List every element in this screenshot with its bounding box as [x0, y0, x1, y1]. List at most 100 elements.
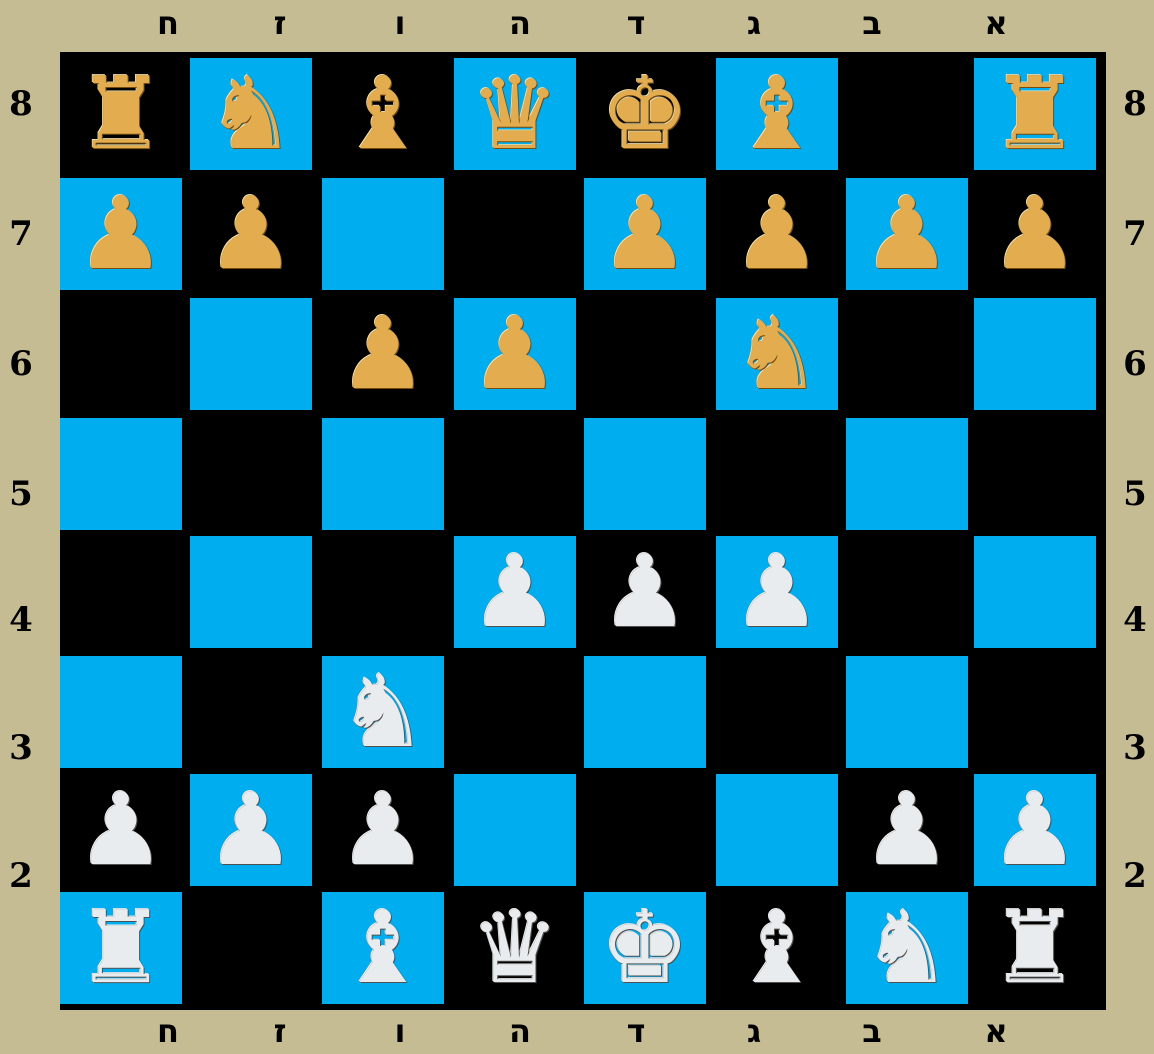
square-r8-c5[interactable]: ♚ [584, 892, 706, 1004]
gold-pawn-icon[interactable]: ♟ [338, 304, 428, 404]
square-r1-c5[interactable]: ♚ [584, 58, 706, 170]
square-r6-c4[interactable] [454, 656, 576, 768]
gold-queen-icon[interactable]: ♛ [470, 64, 560, 164]
square-r8-c1[interactable]: ♜ [60, 892, 182, 1004]
square-r6-c6[interactable] [716, 656, 838, 768]
gold-bishop-icon[interactable]: ♝ [732, 64, 822, 164]
gold-king-icon[interactable]: ♚ [600, 64, 690, 164]
gold-knight-icon[interactable]: ♞ [732, 304, 822, 404]
square-r5-c6[interactable]: ♟ [716, 536, 838, 648]
square-r1-c6[interactable]: ♝ [716, 58, 838, 170]
rank-label-left-8: 8 [6, 84, 36, 124]
square-r5-c8[interactable] [974, 536, 1096, 648]
square-r1-c8[interactable]: ♜ [974, 58, 1096, 170]
silver-pawn-icon[interactable]: ♟ [990, 780, 1080, 880]
silver-bishop-icon[interactable]: ♝ [732, 898, 822, 998]
square-r2-c2[interactable]: ♟ [190, 178, 312, 290]
square-r7-c6[interactable] [716, 774, 838, 886]
silver-pawn-icon[interactable]: ♟ [338, 780, 428, 880]
square-r1-c4[interactable]: ♛ [454, 58, 576, 170]
square-r2-c5[interactable]: ♟ [584, 178, 706, 290]
square-r4-c6[interactable] [716, 418, 838, 530]
square-r2-c7[interactable]: ♟ [846, 178, 968, 290]
gold-pawn-icon[interactable]: ♟ [206, 184, 296, 284]
square-r7-c4[interactable] [454, 774, 576, 886]
square-r4-c1[interactable] [60, 418, 182, 530]
square-r4-c4[interactable] [454, 418, 576, 530]
square-r8-c3[interactable]: ♝ [322, 892, 444, 1004]
square-r7-c3[interactable]: ♟ [322, 774, 444, 886]
square-r8-c2[interactable] [190, 892, 312, 1004]
silver-queen-icon[interactable]: ♛ [470, 898, 560, 998]
square-r4-c8[interactable] [974, 418, 1096, 530]
square-r7-c8[interactable]: ♟ [974, 774, 1096, 886]
silver-pawn-icon[interactable]: ♟ [600, 542, 690, 642]
square-r7-c2[interactable]: ♟ [190, 774, 312, 886]
gold-pawn-icon[interactable]: ♟ [990, 184, 1080, 284]
file-label-top-4: ה [500, 4, 540, 42]
square-r6-c3[interactable]: ♞ [322, 656, 444, 768]
square-r8-c6[interactable]: ♝ [716, 892, 838, 1004]
silver-bishop-icon[interactable]: ♝ [338, 898, 428, 998]
square-r4-c7[interactable] [846, 418, 968, 530]
square-r6-c5[interactable] [584, 656, 706, 768]
silver-pawn-icon[interactable]: ♟ [470, 542, 560, 642]
silver-rook-icon[interactable]: ♜ [990, 898, 1080, 998]
square-r1-c3[interactable]: ♝ [322, 58, 444, 170]
square-r5-c1[interactable] [60, 536, 182, 648]
square-r1-c2[interactable]: ♞ [190, 58, 312, 170]
square-r2-c4[interactable] [454, 178, 576, 290]
silver-rook-icon[interactable]: ♜ [76, 898, 166, 998]
square-r2-c6[interactable]: ♟ [716, 178, 838, 290]
square-r5-c3[interactable] [322, 536, 444, 648]
square-r2-c1[interactable]: ♟ [60, 178, 182, 290]
square-r5-c2[interactable] [190, 536, 312, 648]
square-r3-c4[interactable]: ♟ [454, 298, 576, 410]
square-r3-c2[interactable] [190, 298, 312, 410]
silver-pawn-icon[interactable]: ♟ [732, 542, 822, 642]
gold-rook-icon[interactable]: ♜ [76, 64, 166, 164]
gold-pawn-icon[interactable]: ♟ [862, 184, 952, 284]
silver-pawn-icon[interactable]: ♟ [862, 780, 952, 880]
square-r4-c3[interactable] [322, 418, 444, 530]
square-r3-c1[interactable] [60, 298, 182, 410]
square-r8-c7[interactable]: ♞ [846, 892, 968, 1004]
gold-pawn-icon[interactable]: ♟ [600, 184, 690, 284]
gold-rook-icon[interactable]: ♜ [990, 64, 1080, 164]
square-r4-c5[interactable] [584, 418, 706, 530]
square-r7-c1[interactable]: ♟ [60, 774, 182, 886]
square-r5-c5[interactable]: ♟ [584, 536, 706, 648]
square-r7-c7[interactable]: ♟ [846, 774, 968, 886]
silver-knight-icon[interactable]: ♞ [862, 898, 952, 998]
square-r3-c3[interactable]: ♟ [322, 298, 444, 410]
square-r1-c7[interactable] [846, 58, 968, 170]
square-r5-c4[interactable]: ♟ [454, 536, 576, 648]
square-r3-c6[interactable]: ♞ [716, 298, 838, 410]
square-r3-c5[interactable] [584, 298, 706, 410]
file-label-bottom-8: א [976, 1012, 1016, 1050]
square-r2-c3[interactable] [322, 178, 444, 290]
square-r8-c8[interactable]: ♜ [974, 892, 1096, 1004]
gold-bishop-icon[interactable]: ♝ [338, 64, 428, 164]
silver-knight-icon[interactable]: ♞ [338, 662, 428, 762]
square-r1-c1[interactable]: ♜ [60, 58, 182, 170]
square-r6-c2[interactable] [190, 656, 312, 768]
gold-pawn-icon[interactable]: ♟ [76, 184, 166, 284]
square-r3-c8[interactable] [974, 298, 1096, 410]
square-r6-c1[interactable] [60, 656, 182, 768]
square-r8-c4[interactable]: ♛ [454, 892, 576, 1004]
silver-pawn-icon[interactable]: ♟ [76, 780, 166, 880]
square-r3-c7[interactable] [846, 298, 968, 410]
square-r5-c7[interactable] [846, 536, 968, 648]
square-r6-c7[interactable] [846, 656, 968, 768]
gold-pawn-icon[interactable]: ♟ [470, 304, 560, 404]
square-r4-c2[interactable] [190, 418, 312, 530]
silver-pawn-icon[interactable]: ♟ [206, 780, 296, 880]
gold-knight-icon[interactable]: ♞ [206, 64, 296, 164]
silver-king-icon[interactable]: ♚ [600, 898, 690, 998]
rank-label-left-4: 4 [6, 600, 36, 640]
square-r7-c5[interactable] [584, 774, 706, 886]
gold-pawn-icon[interactable]: ♟ [732, 184, 822, 284]
square-r2-c8[interactable]: ♟ [974, 178, 1096, 290]
square-r6-c8[interactable] [974, 656, 1096, 768]
